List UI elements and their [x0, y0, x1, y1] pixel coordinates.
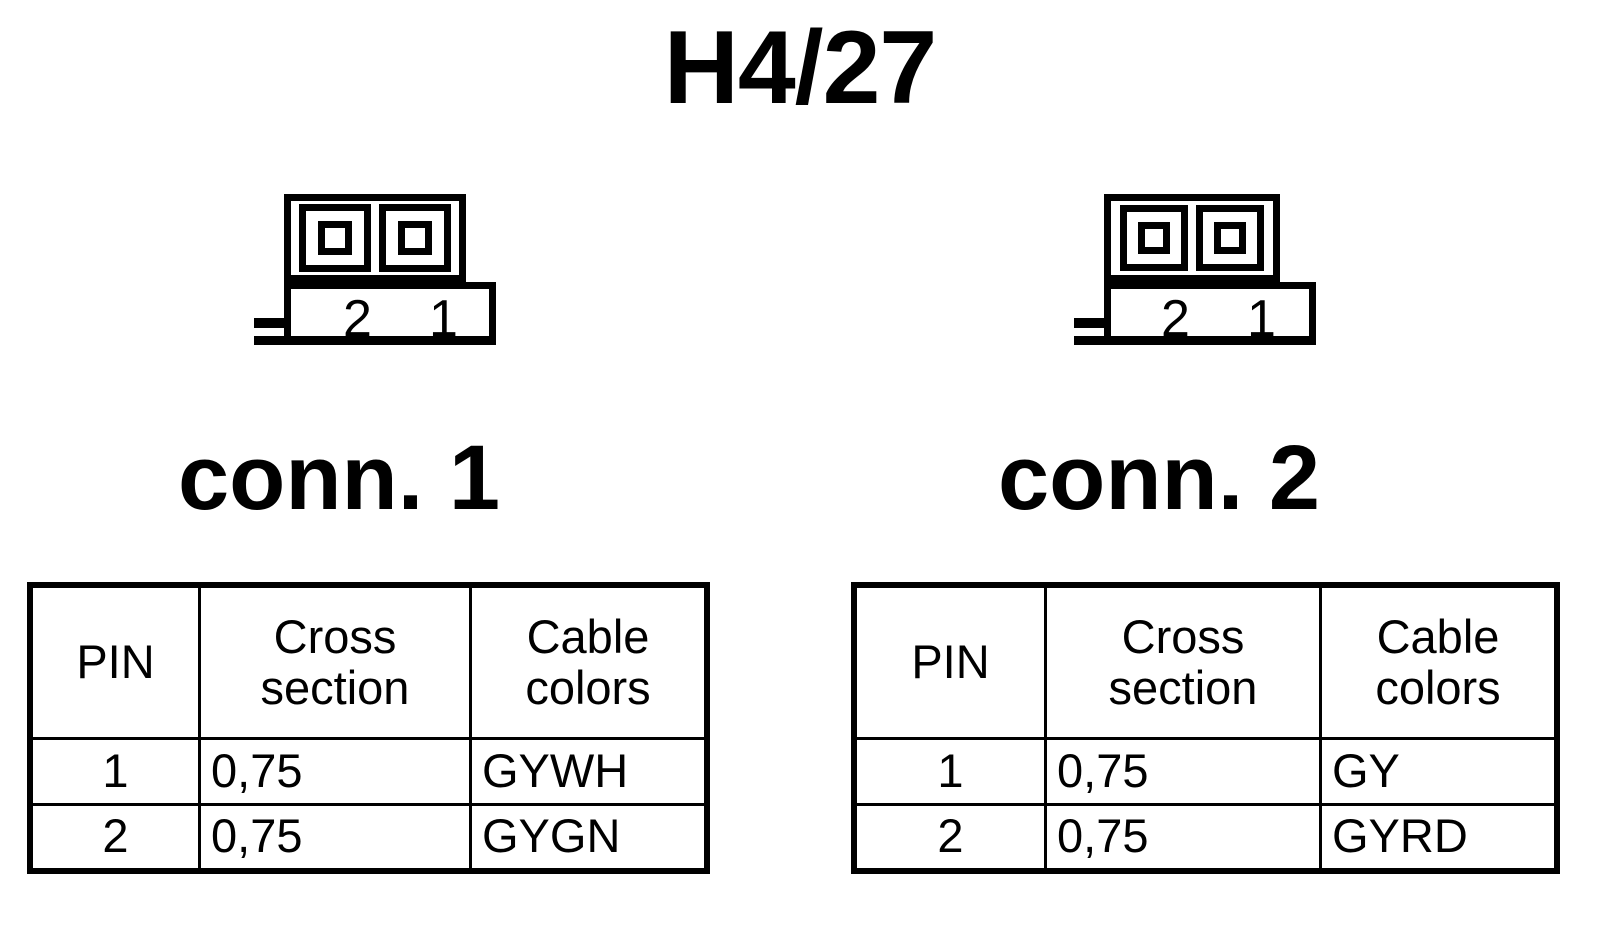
column-header-pin: PIN — [33, 588, 201, 741]
pin-terminal-1 — [1196, 205, 1264, 271]
column-header-pin: PIN — [857, 588, 1047, 741]
cell-cross-section: 0,75 — [198, 802, 472, 868]
column-header-cross-section: Cross section — [198, 588, 472, 741]
connector-body-lower: 2 1 — [1104, 282, 1316, 345]
pin-terminal-1 — [379, 204, 451, 272]
cell-pin: 1 — [857, 737, 1047, 806]
table-row: 2 0,75 GYGN — [33, 802, 704, 868]
pin-table-conn-1: PIN Cross section Cable colors 1 0,75 GY… — [27, 582, 710, 874]
pin-terminal-2 — [1120, 205, 1188, 271]
column-header-cable-colors-line1: Cable — [526, 609, 650, 663]
column-header-cross-section-line1: Cross — [1121, 609, 1245, 663]
connector-body-upper — [1104, 194, 1280, 282]
cell-pin: 1 — [33, 737, 201, 806]
connector-label-conn-1: conn. 1 — [178, 427, 501, 529]
table-row: 1 0,75 GY — [857, 737, 1554, 806]
column-header-cross-section-line2: section — [260, 660, 410, 714]
connector-symbol-conn-2: 2 1 — [1070, 190, 1320, 350]
column-header-cable-colors-line1: Cable — [1376, 609, 1500, 663]
cell-pin: 2 — [857, 802, 1047, 868]
table-header-row: PIN Cross section Cable colors — [857, 588, 1554, 741]
cell-cable-colors: GY — [1319, 737, 1554, 806]
column-header-cross-section: Cross section — [1044, 588, 1322, 741]
cell-cable-colors: GYGN — [469, 802, 704, 868]
cell-cable-colors: GYWH — [469, 737, 704, 806]
pin-terminal-2-core — [1138, 222, 1170, 254]
connector-symbol-conn-1: 2 1 — [250, 190, 500, 350]
connector-latch-tab — [254, 318, 290, 328]
column-header-cable-colors: Cable colors — [1319, 588, 1554, 741]
column-header-cable-colors-line2: colors — [1375, 660, 1501, 714]
column-header-cross-section-line1: Cross — [273, 609, 397, 663]
cell-cross-section: 0,75 — [198, 737, 472, 806]
column-header-cable-colors-line2: colors — [525, 660, 651, 714]
connector-body-lower: 2 1 — [284, 282, 496, 345]
connector-latch-tab — [1074, 318, 1110, 328]
cell-cable-colors: GYRD — [1319, 802, 1554, 868]
table-header-row: PIN Cross section Cable colors — [33, 588, 704, 741]
connector-latch-base — [254, 336, 496, 345]
cell-cross-section: 0,75 — [1044, 737, 1322, 806]
connector-body-upper — [284, 194, 466, 282]
pin-terminal-1-core — [398, 221, 432, 255]
pin-terminal-2 — [299, 204, 371, 272]
page-title: H4/27 — [663, 10, 938, 126]
pin-terminal-1-core — [1214, 222, 1246, 254]
table-row: 1 0,75 GYWH — [33, 737, 704, 806]
column-header-cable-colors: Cable colors — [469, 588, 704, 741]
column-header-cross-section-line2: section — [1108, 660, 1258, 714]
cell-pin: 2 — [33, 802, 201, 868]
connector-latch-base — [1074, 336, 1316, 345]
pin-terminal-2-core — [318, 221, 352, 255]
cell-cross-section: 0,75 — [1044, 802, 1322, 868]
table-row: 2 0,75 GYRD — [857, 802, 1554, 868]
connector-label-conn-2: conn. 2 — [998, 427, 1321, 529]
pin-table-conn-2: PIN Cross section Cable colors 1 0,75 GY… — [851, 582, 1560, 874]
